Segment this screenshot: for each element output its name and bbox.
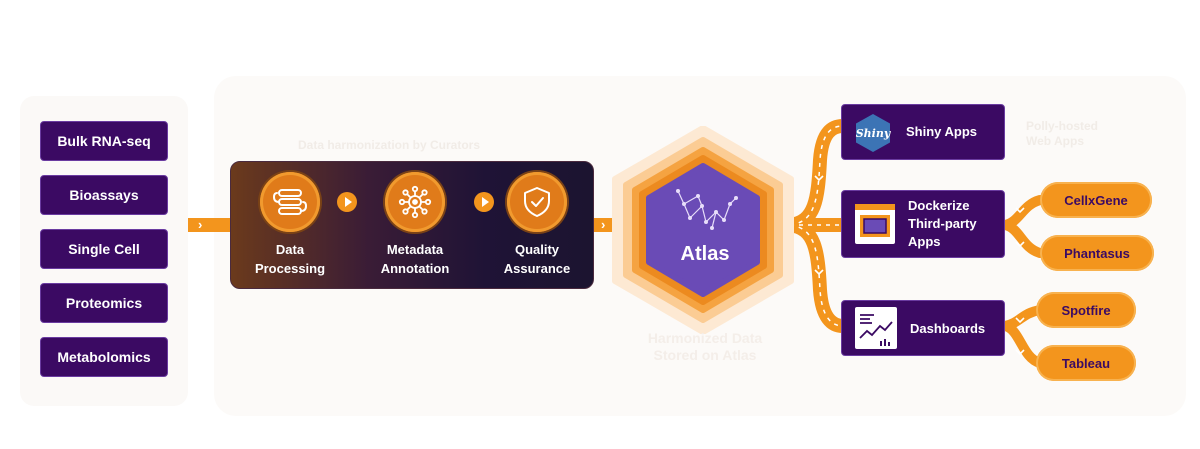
atlas-hub-label: Atlas [680,243,730,265]
atlas-hub-subtitle: Harmonized Data Stored on Atlas [647,330,763,363]
network-icon [385,172,445,232]
branch-to-dashboards [783,218,850,333]
branch-to-phantasus [1000,220,1045,258]
play-arrow-icon [474,192,494,212]
tool-tableau[interactable]: Tableau [1036,345,1136,381]
chevron-right-icon: › [601,217,606,232]
branch-lines [783,119,1045,368]
atlas-hub[interactable] [612,125,794,335]
step-label-data-processing: Data Processing [254,242,326,276]
chevron-right-icon: › [198,217,203,232]
workflow-icon [260,172,320,232]
step-label-metadata-annotation: Metadata Annotation [380,242,450,276]
browser-window-icon [854,203,896,245]
output-label-dockerize: Dockerize Third-party Apps [908,198,977,249]
output-label-dashboards: Dashboards [910,321,986,336]
connector-sources-to-pipeline [188,218,230,232]
source-bioassays[interactable]: Bioassays [40,175,168,215]
branch-to-shiny [783,119,850,232]
tool-cellxgene[interactable]: CellxGene [1040,182,1152,218]
branch-to-cellxgene [1000,195,1045,230]
constellation-icon [676,189,738,230]
step-label-quality-assurance: Quality Assurance [503,242,571,276]
tool-phantasus[interactable]: Phantasus [1040,235,1154,271]
output-shiny-apps[interactable]: Shiny Shiny Apps [841,104,1005,160]
dashboard-icon [854,306,898,350]
tool-spotfire[interactable]: Spotfire [1036,292,1136,328]
branch-chevrons [814,175,1025,356]
source-proteomics[interactable]: Proteomics [40,283,168,323]
output-dockerize-apps[interactable]: Dockerize Third-party Apps [841,190,1005,258]
shiny-logo-icon: Shiny [854,113,892,153]
play-arrow-icon [337,192,357,212]
shield-check-icon [507,172,567,232]
ghost-caption-pipeline: Data harmonization by Curators [298,138,481,152]
output-dashboards[interactable]: Dashboards [841,300,1005,356]
output-label-shiny-apps: Shiny Apps [906,124,978,139]
source-single-cell[interactable]: Single Cell [40,229,168,269]
source-metabolomics[interactable]: Metabolomics [40,337,168,377]
source-bulk-rna-seq[interactable]: Bulk RNA-seq [40,121,168,161]
svg-text:Shiny: Shiny [856,127,892,140]
branch-to-tableau [1000,321,1045,368]
